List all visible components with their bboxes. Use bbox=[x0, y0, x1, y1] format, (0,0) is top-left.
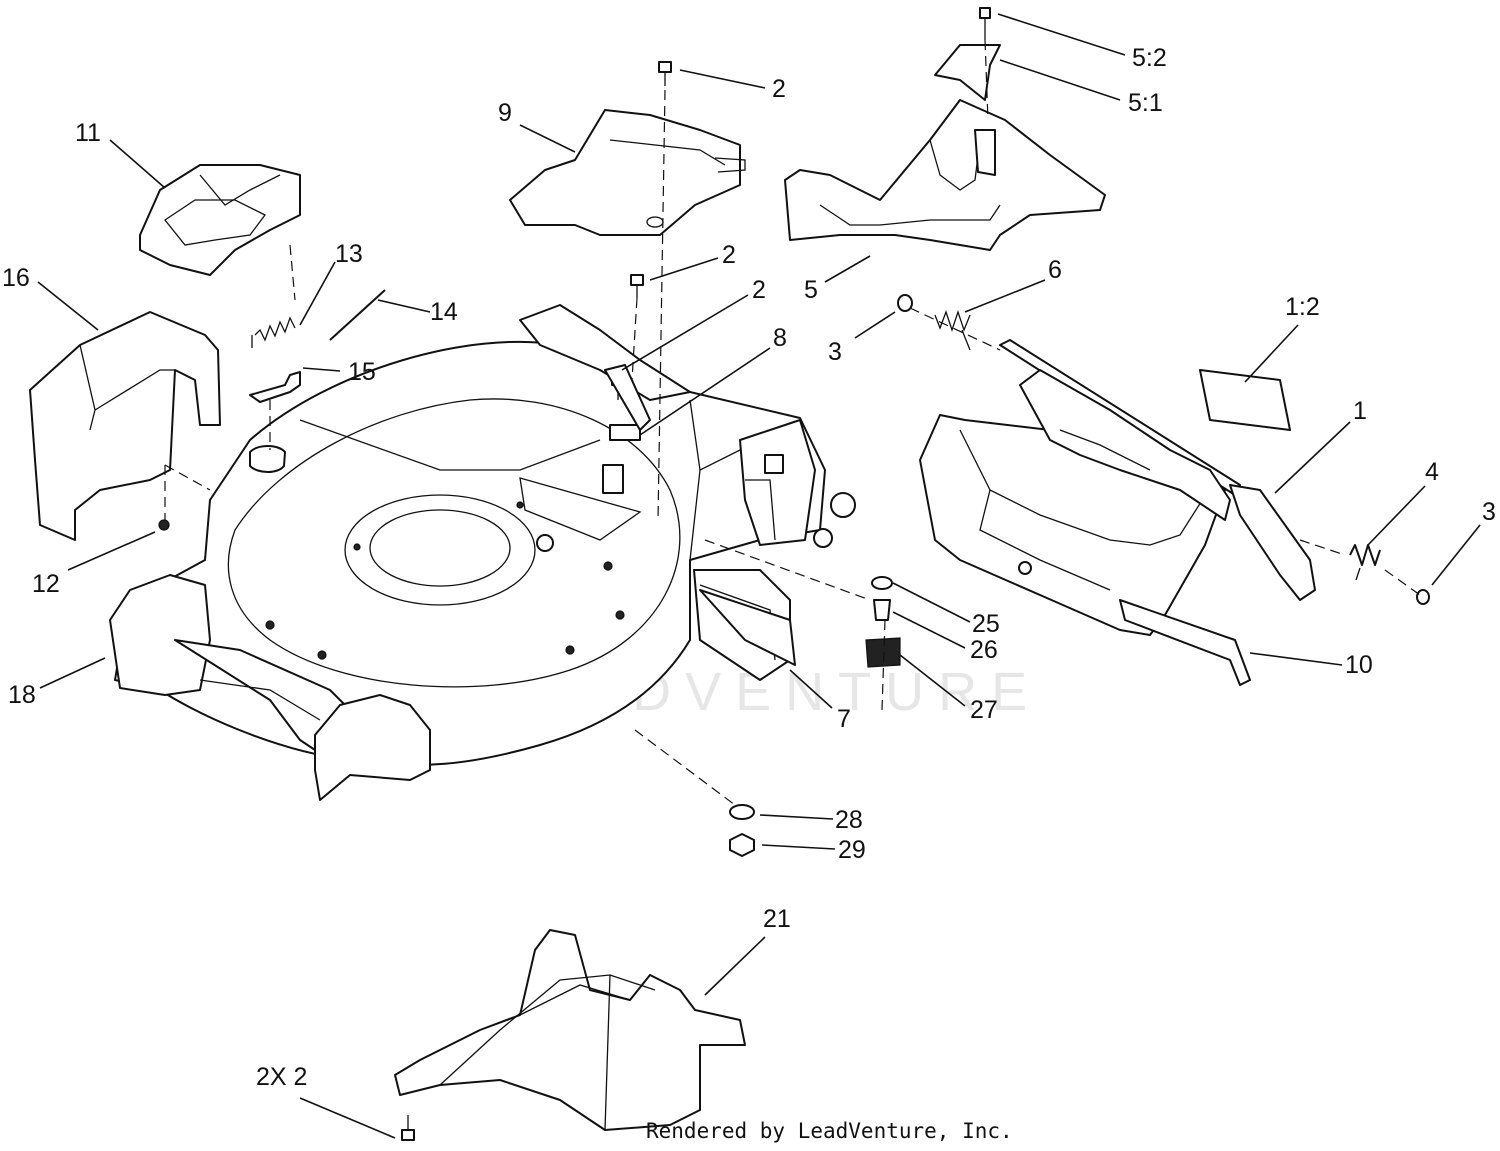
part-6-spring bbox=[934, 309, 971, 351]
part-21-cover bbox=[394, 929, 746, 1131]
callout-11: 11 bbox=[75, 119, 101, 147]
callout-28: 28 bbox=[835, 806, 863, 834]
part-7-deflector-bar bbox=[699, 589, 796, 666]
callout-25: 25 bbox=[972, 610, 1000, 638]
callout-2x-2: 2X 2 bbox=[256, 1063, 307, 1091]
part-1-2-label bbox=[1199, 369, 1291, 431]
part-29-nut bbox=[729, 833, 755, 857]
callout-5-1: 5:1 bbox=[1128, 89, 1163, 117]
part-3-washer-upper bbox=[897, 294, 913, 312]
callout-13: 13 bbox=[335, 240, 363, 268]
part-14-pin bbox=[329, 289, 386, 341]
part-12-nut bbox=[158, 519, 170, 531]
part-16-cover bbox=[29, 311, 221, 541]
part-13-spring bbox=[251, 316, 296, 348]
callout-5-2: 5:2 bbox=[1132, 44, 1167, 72]
callout-7: 7 bbox=[837, 705, 851, 733]
part-1-rod bbox=[999, 339, 1316, 601]
deck-housing bbox=[109, 304, 856, 801]
part-28-washer bbox=[729, 804, 755, 820]
callout-10: 10 bbox=[1345, 651, 1373, 679]
callout-8: 8 bbox=[773, 324, 787, 352]
callout-14: 14 bbox=[430, 298, 458, 326]
part-8-bracket bbox=[604, 364, 651, 431]
part-15-bracket bbox=[249, 371, 301, 403]
callout-2-top: 2 bbox=[772, 75, 786, 103]
part-27-wheel-gear bbox=[865, 637, 901, 668]
callout-5: 5 bbox=[804, 276, 818, 304]
part-11-cover bbox=[139, 164, 301, 276]
part-5-1-plate bbox=[934, 44, 1001, 101]
callout-6: 6 bbox=[1048, 256, 1062, 284]
callout-18: 18 bbox=[8, 681, 36, 709]
callout-3-right: 3 bbox=[1482, 498, 1496, 526]
part-3-washer-right bbox=[1416, 589, 1430, 605]
callout-21: 21 bbox=[763, 905, 791, 933]
callout-15: 15 bbox=[348, 358, 376, 386]
callout-12: 12 bbox=[32, 570, 60, 598]
callout-labels: 2 5:2 5:1 9 11 2 6 5 16 13 2 14 3 1:2 8 … bbox=[2, 44, 1496, 1091]
assembly-dashed-lines bbox=[164, 39, 1421, 806]
part-2-bolt-top bbox=[658, 61, 672, 86]
leader-lines bbox=[37, 13, 1481, 1139]
part-25-washer bbox=[871, 576, 893, 590]
part-26-bolt bbox=[873, 599, 891, 621]
callout-27: 27 bbox=[970, 696, 998, 724]
callout-26: 26 bbox=[970, 636, 998, 664]
callout-3-upper: 3 bbox=[828, 338, 842, 366]
part-5-deflector bbox=[784, 99, 1106, 251]
credit-text: Rendered by LeadVenture, Inc. bbox=[646, 1119, 1013, 1143]
callout-1: 1 bbox=[1353, 397, 1367, 425]
part-4-spring bbox=[1349, 544, 1381, 581]
callout-4: 4 bbox=[1425, 458, 1439, 486]
part-9-plate bbox=[509, 109, 746, 236]
callout-2-mid: 2 bbox=[722, 241, 736, 269]
part-5-2-screw bbox=[979, 7, 991, 40]
part-2-screw-bottom bbox=[401, 1115, 415, 1141]
callout-2-lower: 2 bbox=[752, 276, 766, 304]
callout-1-2: 1:2 bbox=[1285, 293, 1320, 321]
callout-29: 29 bbox=[838, 836, 866, 864]
part-2-bolt-mid bbox=[630, 274, 644, 298]
callout-16: 16 bbox=[2, 264, 30, 292]
callout-9: 9 bbox=[498, 99, 512, 127]
